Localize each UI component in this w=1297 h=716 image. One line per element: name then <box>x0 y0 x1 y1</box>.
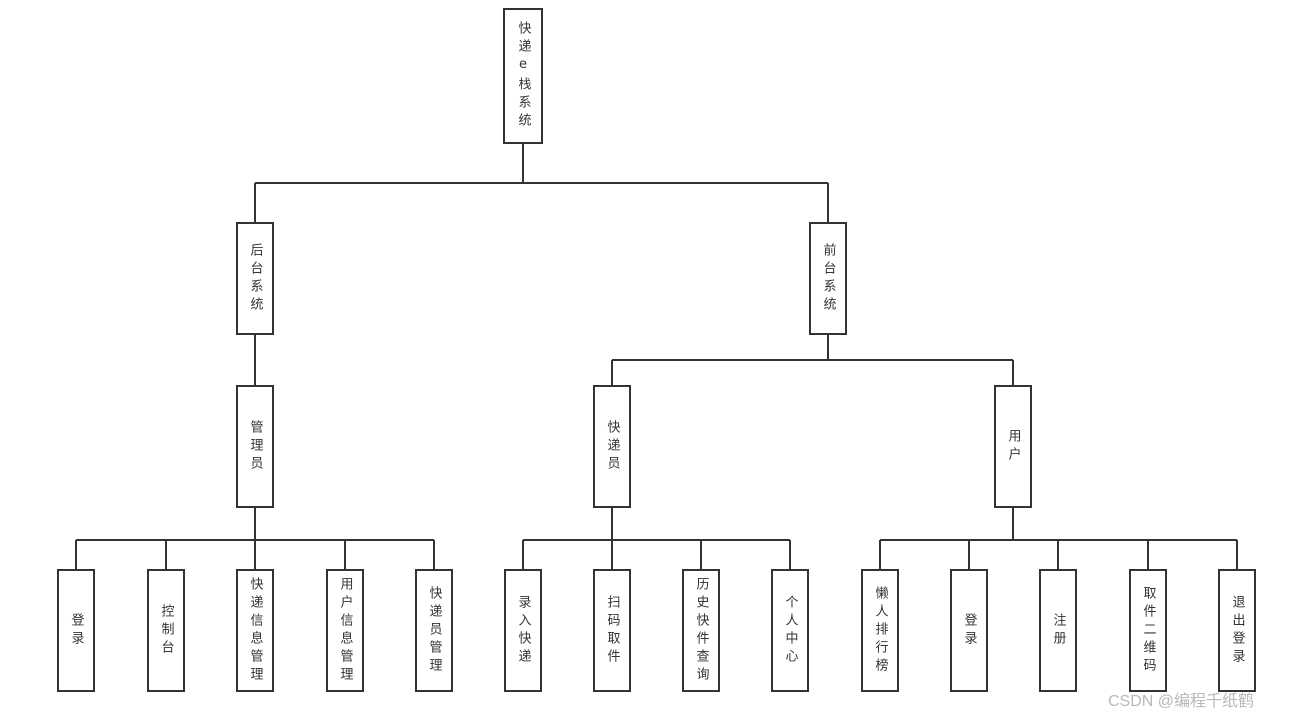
leaf-label: 注册 <box>1050 612 1066 649</box>
watermark: CSDN @编程千纸鹤 <box>1108 693 1255 710</box>
courier-connectors <box>522 508 791 569</box>
backend-label: 后台系统 <box>247 242 263 315</box>
courier-label: 快递员 <box>604 419 620 474</box>
leaf-node: 懒人排行榜 <box>861 569 899 692</box>
leaf-label: 懒人排行榜 <box>872 585 888 676</box>
leaf-label: 快递员管理 <box>426 585 442 676</box>
leaf-label: 个人中心 <box>782 594 798 667</box>
root-node: 快递e栈系统 <box>503 8 543 144</box>
leaf-node: 用户信息管理 <box>326 569 364 692</box>
leaf-label: 控制台 <box>158 603 174 658</box>
frontend-connectors <box>611 334 1014 385</box>
leaf-label: 历史快件查询 <box>693 576 709 685</box>
leaf-node: 录入快递 <box>504 569 542 692</box>
user-connectors <box>879 508 1238 569</box>
leaf-node: 登录 <box>57 569 95 692</box>
leaf-label: 登录 <box>68 612 84 649</box>
leaf-label: 扫码取件 <box>604 594 620 667</box>
leaf-label: 快递信息管理 <box>247 576 263 685</box>
leaf-node: 退出登录 <box>1218 569 1256 692</box>
user-node: 用户 <box>994 385 1032 508</box>
leaf-node: 登录 <box>950 569 988 692</box>
user-label: 用户 <box>1005 428 1021 465</box>
leaf-label: 用户信息管理 <box>337 576 353 685</box>
admin-node: 管理员 <box>236 385 274 508</box>
backend-node: 后台系统 <box>236 222 274 335</box>
leaf-label: 录入快递 <box>515 594 531 667</box>
frontend-node: 前台系统 <box>809 222 847 335</box>
courier-node: 快递员 <box>593 385 631 508</box>
leaf-node: 扫码取件 <box>593 569 631 692</box>
leaf-node: 历史快件查询 <box>682 569 720 692</box>
admin-label: 管理员 <box>247 419 263 474</box>
leaf-node: 快递员管理 <box>415 569 453 692</box>
leaf-label: 登录 <box>961 612 977 649</box>
frontend-label: 前台系统 <box>820 242 836 315</box>
leaf-node: 快递信息管理 <box>236 569 274 692</box>
leaf-node: 注册 <box>1039 569 1077 692</box>
leaf-label: 取件二维码 <box>1140 585 1156 676</box>
root-connectors <box>254 143 829 222</box>
leaf-node: 个人中心 <box>771 569 809 692</box>
leaf-node: 控制台 <box>147 569 185 692</box>
root-label: 快递e栈系统 <box>515 21 531 131</box>
leaf-node: 取件二维码 <box>1129 569 1167 692</box>
leaf-label: 退出登录 <box>1229 594 1245 667</box>
admin-connectors <box>75 508 435 569</box>
